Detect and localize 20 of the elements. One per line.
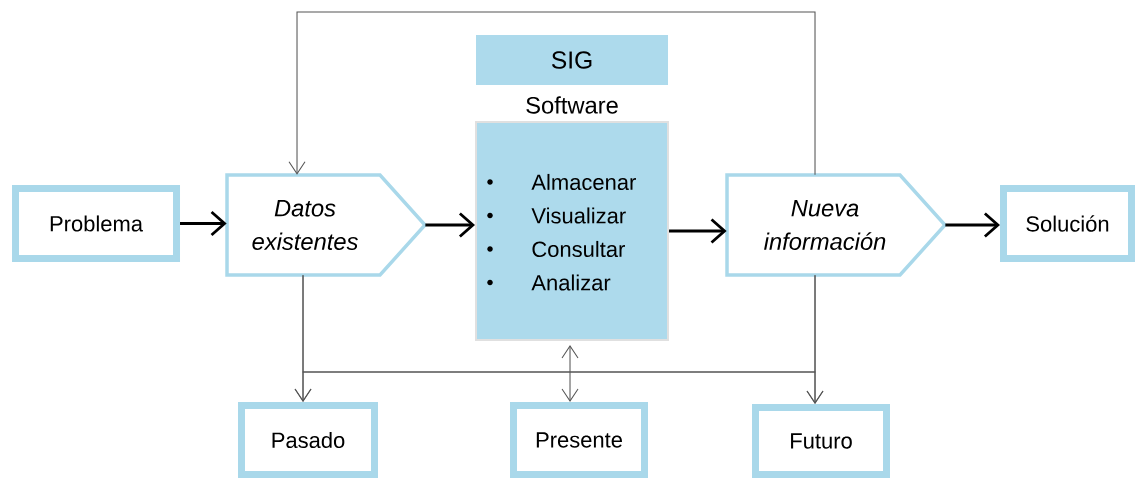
arrow	[806, 274, 824, 404]
heading-text: Software	[526, 96, 618, 114]
text-box: Solución	[1000, 185, 1135, 262]
list-item: Almacenar	[531, 173, 636, 191]
text-box: Presente	[510, 402, 648, 478]
arrow	[288, 11, 816, 176]
list-item: Analizar	[531, 274, 611, 291]
arrow	[669, 218, 727, 244]
text-box: Problema	[12, 185, 180, 262]
text-box: Pasado	[238, 402, 378, 478]
heading-box: SIG	[476, 35, 668, 85]
pentagon-arrow-box: Datos existentes	[225, 173, 428, 277]
list-item: Visualizar	[531, 207, 626, 224]
pentagon-arrow-box: Nueva información	[725, 173, 948, 277]
arrow	[425, 212, 475, 238]
list-item: Consultar	[532, 240, 625, 258]
text-box: Futuro	[752, 404, 890, 478]
arrow	[945, 212, 1000, 238]
arrow	[561, 345, 579, 402]
arrow	[180, 210, 227, 237]
